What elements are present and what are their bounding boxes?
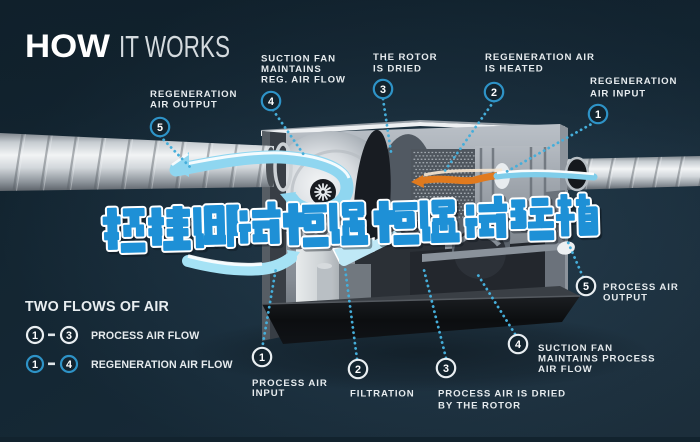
svg-text:1: 1 — [595, 109, 601, 121]
svg-text:TWO FLOWS OF AIR: TWO FLOWS OF AIR — [25, 299, 170, 315]
svg-text:FILTRATION: FILTRATION — [350, 389, 415, 400]
svg-text:4: 4 — [66, 359, 72, 371]
svg-text:5: 5 — [583, 281, 589, 293]
svg-text:3: 3 — [443, 363, 449, 375]
svg-text:2: 2 — [491, 87, 497, 99]
svg-text:1: 1 — [32, 359, 38, 371]
svg-text:4: 4 — [515, 339, 521, 351]
svg-text:1: 1 — [259, 352, 265, 364]
svg-text:PROCESS AIR FLOW: PROCESS AIR FLOW — [91, 330, 199, 342]
svg-text:2: 2 — [355, 364, 361, 376]
svg-text:3: 3 — [66, 330, 72, 342]
svg-text:1: 1 — [32, 330, 38, 342]
svg-text:4: 4 — [268, 96, 274, 108]
svg-text:5: 5 — [157, 122, 163, 134]
svg-text:REGENERATION AIR FLOW: REGENERATION AIR FLOW — [91, 359, 233, 371]
svg-text:3: 3 — [380, 84, 386, 96]
